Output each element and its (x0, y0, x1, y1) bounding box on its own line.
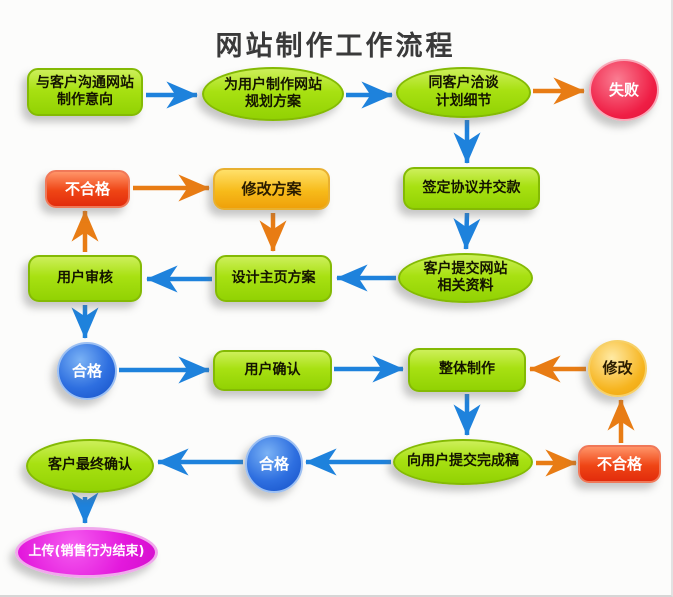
node-submit-final-draft: 向用户提交完成稿 (393, 439, 533, 485)
node-unqualified-2: 不合格 (578, 445, 661, 483)
node-negotiate-details: 同客户洽谈 计划细节 (396, 67, 531, 118)
node-plan-proposal: 为用户制作网站 规划方案 (202, 67, 344, 121)
node-revise: 修改 (588, 340, 647, 397)
page-title: 网站制作工作流程 (215, 31, 456, 62)
node-overall-production: 整体制作 (408, 348, 526, 392)
arrow-sign-to-submit-materials (453, 212, 481, 250)
node-submit-materials: 客户提交网站 相关资料 (398, 253, 533, 303)
node-revise-plan: 修改方案 (213, 168, 330, 210)
node-sign-agreement-pay: 签定协议并交款 (403, 167, 540, 210)
node-final-confirm: 客户最终确认 (26, 439, 154, 493)
node-design-homepage: 设计主页方案 (215, 255, 332, 302)
node-upload-end: 上传(销售行为结束) (15, 527, 158, 578)
node-qualified-2: 合格 (245, 435, 303, 493)
node-user-confirm: 用户确认 (213, 350, 332, 391)
node-qualified-1: 合格 (57, 342, 117, 400)
node-user-review: 用户审核 (28, 255, 142, 302)
node-communicate-intent: 与客户沟通网站 制作意向 (27, 68, 143, 116)
node-unqualified-1: 不合格 (45, 170, 130, 208)
node-fail: 失败 (589, 59, 659, 121)
